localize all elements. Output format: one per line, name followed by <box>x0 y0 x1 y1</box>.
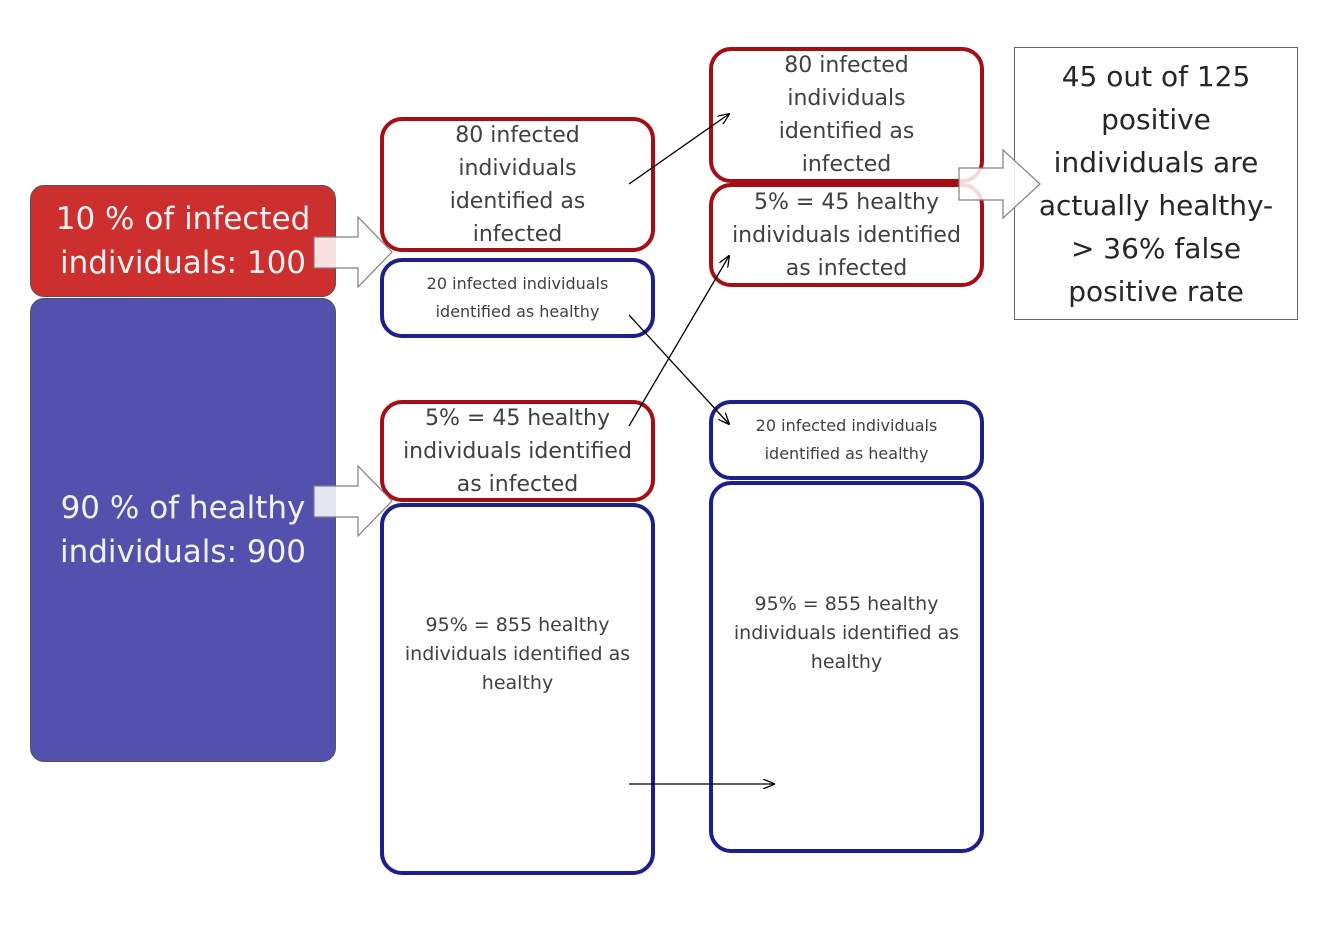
stage2-true-positive-label: 80 infected individuals identified as in… <box>778 53 915 177</box>
healthy-population-box: 90 % of healthy individuals: 900 <box>30 298 336 762</box>
healthy-population-label: 90 % of healthy individuals: 900 <box>59 490 307 570</box>
stage2-false-negative-box: 20 infected individuals identified as he… <box>709 400 984 480</box>
stage2-false-negative-label: 20 infected individuals identified as he… <box>755 416 938 463</box>
stage2-true-negative-box: 95% = 855 healthy individuals identified… <box>709 481 984 853</box>
stage2-true-negative-label: 95% = 855 healthy individuals identified… <box>733 592 960 673</box>
stage2-false-positive-box: 5% = 45 healthy individuals identified a… <box>709 183 984 287</box>
stage1-true-positive-label: 80 infected individuals identified as in… <box>449 122 586 247</box>
stage1-false-positive-label: 5% = 45 healthy individuals identified a… <box>403 405 632 497</box>
result-box: 45 out of 125 positive individuals are a… <box>1014 47 1298 320</box>
stage2-false-positive-label: 5% = 45 healthy individuals identified a… <box>732 189 961 281</box>
infected-population-label: 10 % of infected individuals: 100 <box>55 201 311 281</box>
stage1-false-negative-label: 20 infected individuals identified as he… <box>426 274 609 321</box>
stage2-true-positive-box: 80 infected individuals identified as in… <box>709 47 984 183</box>
stage1-true-negative-box: 95% = 855 healthy individuals identified… <box>380 503 655 875</box>
infected-population-box: 10 % of infected individuals: 100 <box>30 185 336 297</box>
stage1-true-positive-box: 80 infected individuals identified as in… <box>380 117 655 252</box>
stage1-false-negative-box: 20 infected individuals identified as he… <box>380 258 655 338</box>
stage1-true-negative-label: 95% = 855 healthy individuals identified… <box>404 613 631 694</box>
result-label: 45 out of 125 positive individuals are a… <box>1038 59 1274 308</box>
stage1-false-positive-box: 5% = 45 healthy individuals identified a… <box>380 400 655 502</box>
